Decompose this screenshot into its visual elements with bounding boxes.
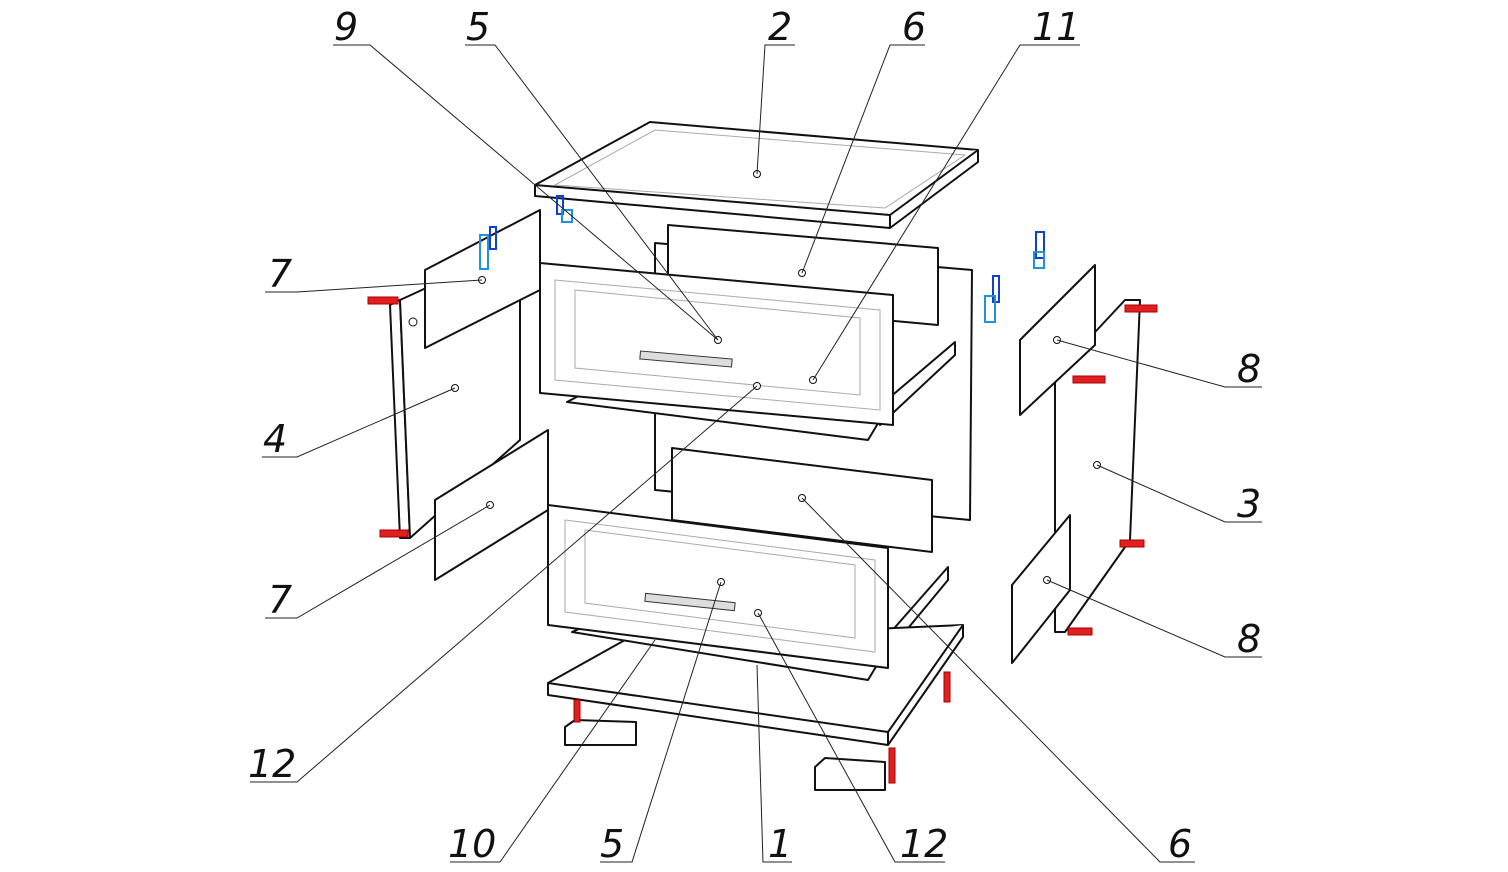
callout-4: 4 (263, 417, 287, 461)
hardware-red (367, 296, 1158, 636)
callout-6-top: 6 (902, 5, 926, 49)
foot-right (814, 671, 951, 791)
parts (367, 121, 1158, 791)
callout-9: 9 (334, 5, 358, 49)
callout-8-bottom: 8 (1237, 617, 1261, 661)
callout-1: 1 (768, 822, 792, 866)
callout-12-bottom: 12 (900, 822, 948, 866)
callout-2: 2 (768, 5, 792, 49)
hardware-blue (479, 195, 1045, 323)
callout-7-bottom: 7 (268, 578, 292, 622)
callout-5-top: 5 (466, 5, 490, 49)
callout-labels: 9 5 2 6 11 7 4 7 12 10 5 1 12 6 8 3 8 (248, 5, 1261, 866)
callout-3: 3 (1237, 482, 1261, 526)
callout-7-top: 7 (268, 252, 292, 296)
callout-11: 11 (1032, 5, 1080, 49)
callout-12-left: 12 (248, 742, 296, 786)
foot-left (564, 699, 637, 746)
upper-drawer-front (539, 262, 894, 426)
callout-8-top: 8 (1237, 347, 1261, 391)
callout-6-bottom: 6 (1168, 822, 1192, 866)
drawer-handle (639, 350, 733, 368)
leader-lines (250, 44, 1262, 863)
right-lower-front-panel (1011, 514, 1071, 664)
drawer-handle (644, 592, 736, 612)
callout-5-bottom: 5 (600, 822, 624, 866)
lower-drawer-front (547, 504, 889, 669)
callout-10: 10 (448, 822, 496, 866)
